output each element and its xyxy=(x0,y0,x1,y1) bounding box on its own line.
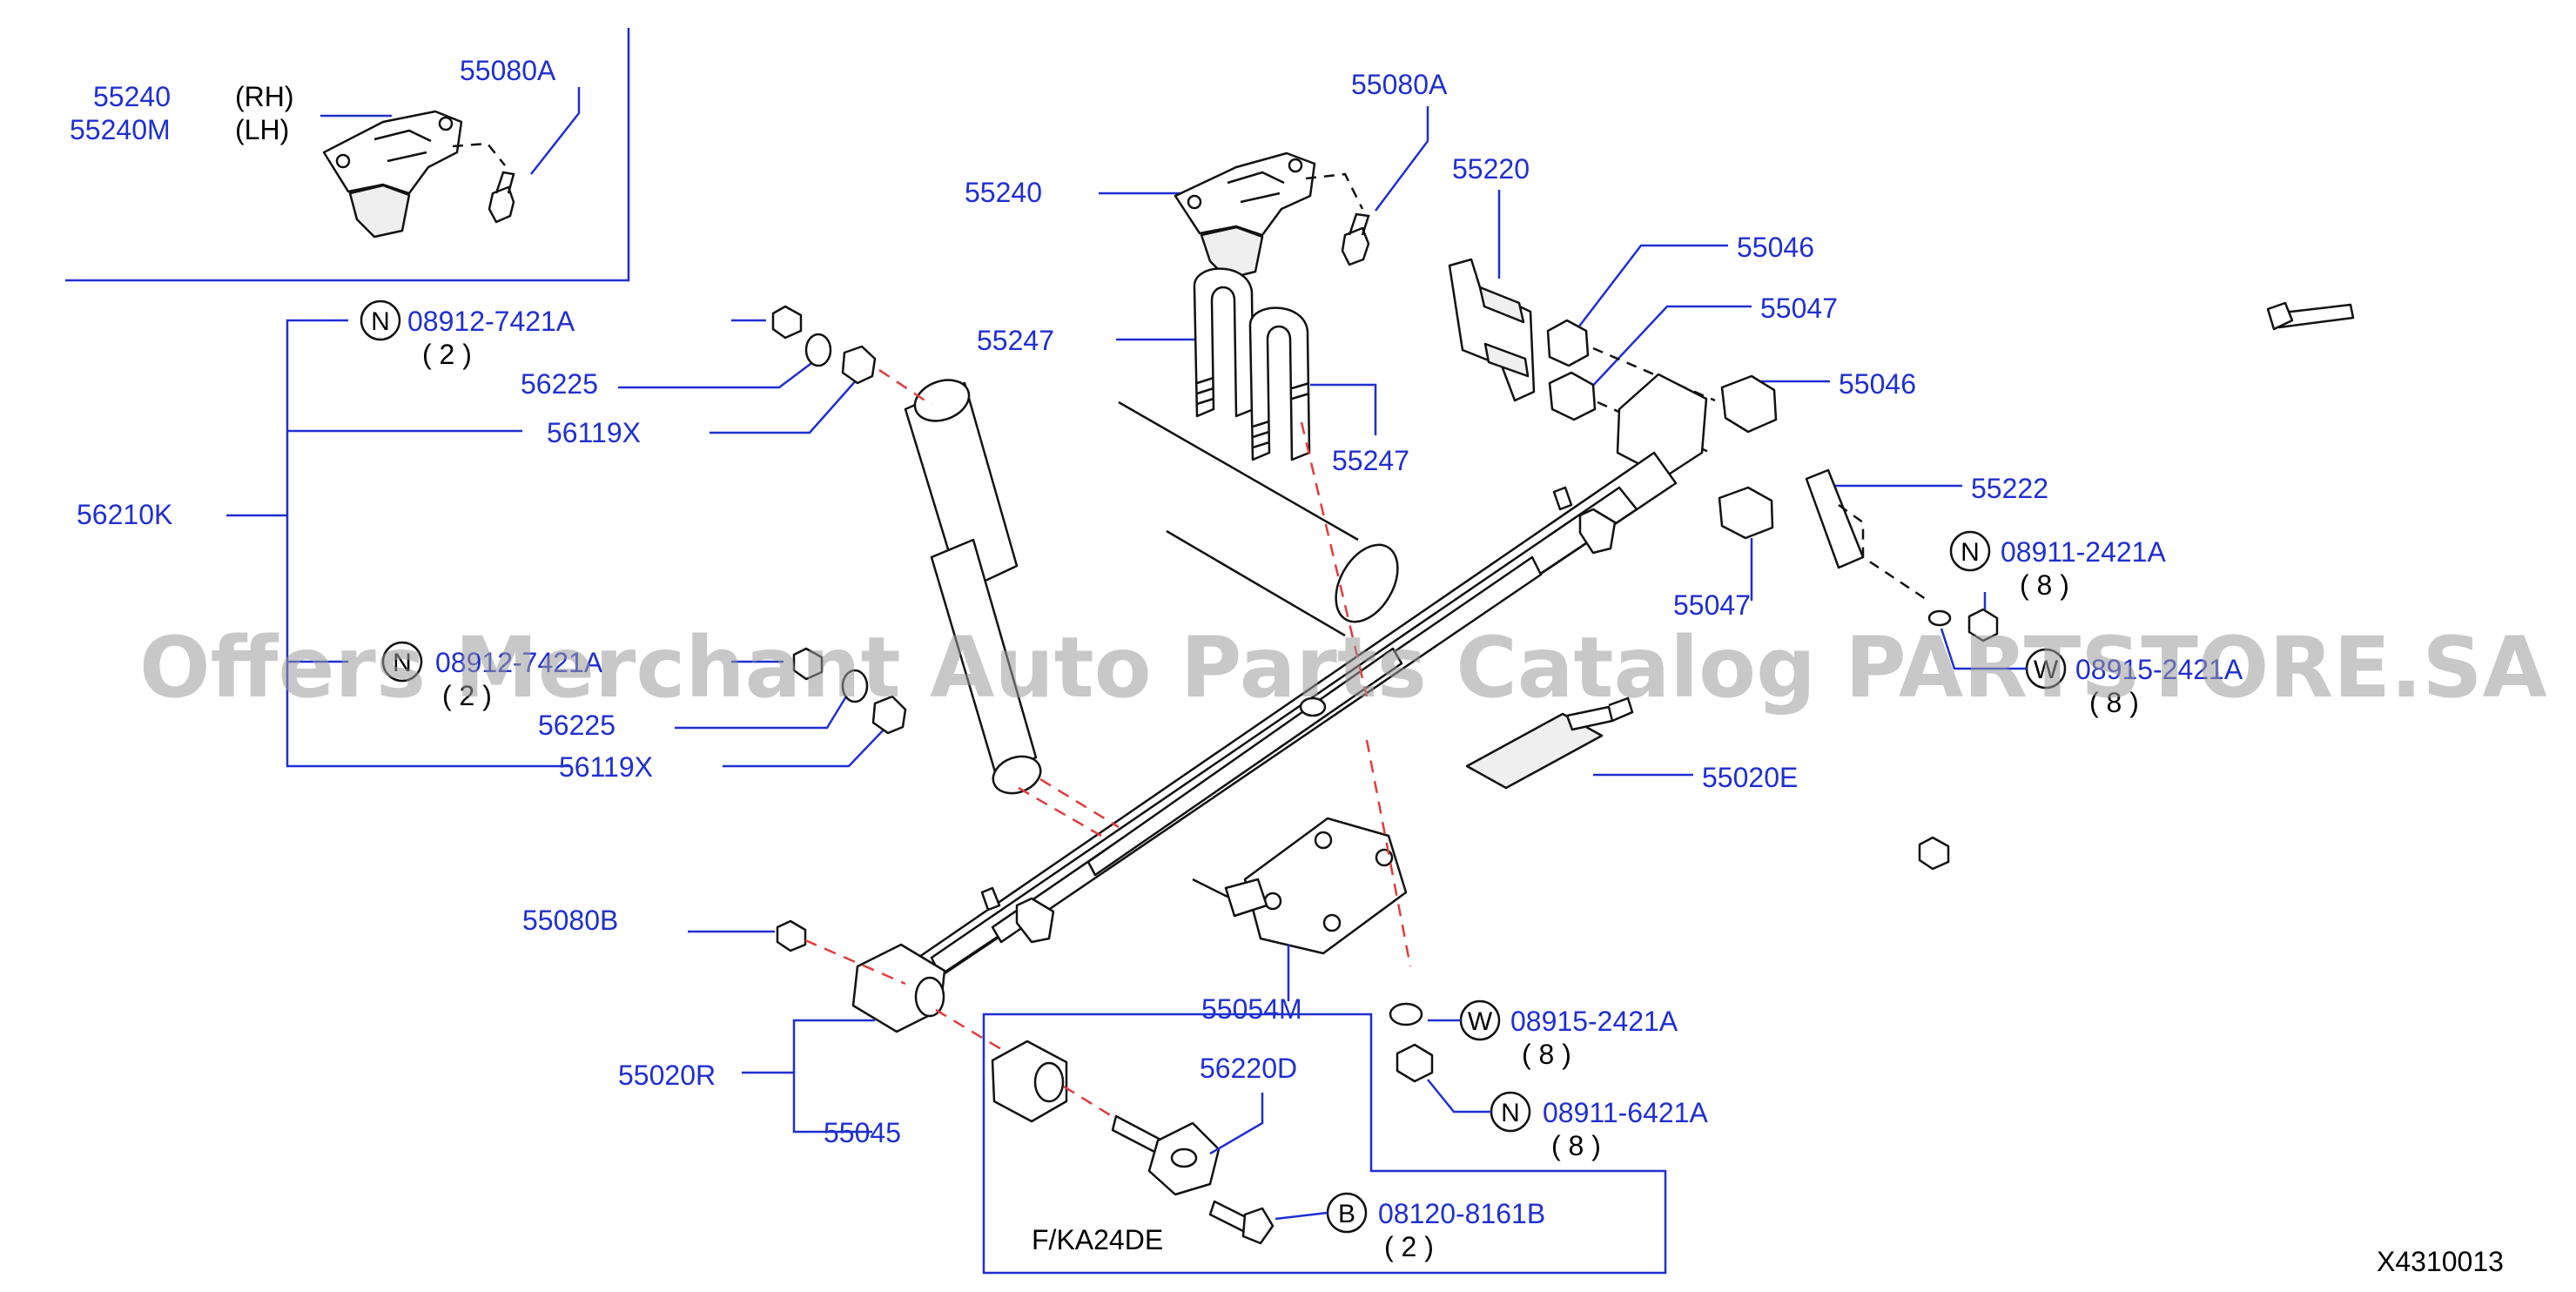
svg-text:08912-7421A: 08912-7421A xyxy=(407,306,575,337)
fastener-n-08911-6421a[interactable]: N 08911-6421A ( 8 ) xyxy=(1427,1079,1708,1161)
spring-hanger-bracket-inset xyxy=(322,110,515,239)
bump-stop-pad: 55020E xyxy=(1465,696,1798,793)
svg-text:B: B xyxy=(1338,1200,1355,1228)
svg-text:N: N xyxy=(371,307,390,336)
label-55247-left[interactable]: 55247 xyxy=(977,325,1054,356)
u-bolts: 55247 55247 xyxy=(977,267,1409,476)
label-55222[interactable]: 55222 xyxy=(1971,473,2048,504)
svg-text:( 8 ): ( 8 ) xyxy=(2020,569,2069,601)
label-56225-bottom[interactable]: 56225 xyxy=(538,710,615,741)
fastener-b-08120[interactable]: B 08120-8161B ( 2 ) xyxy=(1275,1192,1545,1262)
fastener-n-08911-2421a[interactable]: N 08911-2421A ( 8 ) xyxy=(1949,530,2166,609)
svg-text:( 8 ): ( 8 ) xyxy=(1551,1130,1601,1161)
label-55080b[interactable]: 55080B xyxy=(522,905,618,936)
label-56225-top[interactable]: 56225 xyxy=(521,368,598,400)
svg-text:W: W xyxy=(1468,1007,1493,1036)
label-55080a-inset[interactable]: 55080A xyxy=(460,55,556,86)
diagram-code: X4310013 xyxy=(2377,1246,2504,1277)
svg-text:W: W xyxy=(2034,656,2059,684)
svg-text:( 2 ): ( 2 ) xyxy=(422,339,472,370)
ka24de-detail-box: F/KA24DE 56220D B 08120-8161B ( 2 ) xyxy=(982,1013,1667,1275)
svg-text:08912-7421A: 08912-7421A xyxy=(435,647,603,678)
svg-text:( 8 ): ( 8 ) xyxy=(2089,687,2139,718)
leaf-spring: 55020R 55045 55080B xyxy=(522,373,1708,1148)
label-variant: F/KA24DE xyxy=(1032,1224,1163,1255)
label-55240[interactable]: 55240 xyxy=(965,177,1042,208)
washer xyxy=(1389,1002,1423,1026)
inset-box: 55240 55240M (RH) (LH) 55080A xyxy=(65,28,630,282)
label-55080a[interactable]: 55080A xyxy=(1351,69,1448,100)
label-rh: (RH) xyxy=(235,81,294,112)
label-55247-right[interactable]: 55247 xyxy=(1332,445,1409,476)
svg-text:( 2 ): ( 2 ) xyxy=(1384,1231,1434,1262)
rear-shackle-assembly: 55220 55046 55047 55046 55222 55047 xyxy=(1448,153,2048,643)
svg-text:( 2 ): ( 2 ) xyxy=(442,680,492,711)
label-56210k[interactable]: 56210K xyxy=(77,499,172,530)
label-55240m[interactable]: 55240M xyxy=(70,114,171,145)
label-56119x-bottom[interactable]: 56119X xyxy=(559,751,653,783)
centerline xyxy=(1300,421,1412,967)
fastener-w-08915-bottom[interactable]: W 08915-2421A ( 8 ) xyxy=(1428,999,1678,1070)
svg-text:N: N xyxy=(1961,538,1980,567)
label-55220[interactable]: 55220 xyxy=(1452,153,1530,185)
label-lh: (LH) xyxy=(235,114,289,145)
svg-text:N: N xyxy=(393,649,412,677)
svg-text:08911-2421A: 08911-2421A xyxy=(2001,536,2166,568)
label-55047-top[interactable]: 55047 xyxy=(1760,293,1838,324)
svg-text:08120-8161B: 08120-8161B xyxy=(1378,1198,1545,1229)
svg-text:N: N xyxy=(1501,1099,1520,1127)
label-55045[interactable]: 55045 xyxy=(824,1117,901,1148)
label-56119x-top[interactable]: 56119X xyxy=(547,417,641,448)
axle-tube xyxy=(1118,400,1399,637)
label-56220d[interactable]: 56220D xyxy=(1200,1053,1297,1084)
label-55020r[interactable]: 55020R xyxy=(618,1060,716,1091)
spring-seat-plate: 55054M xyxy=(1192,817,1408,1025)
fastener-n-08912-top[interactable]: N 08912-7421A ( 2 ) xyxy=(360,299,575,370)
fastener-n-08912-mid[interactable]: N 08912-7421A ( 2 ) xyxy=(381,641,603,711)
svg-text:08915-2421A: 08915-2421A xyxy=(2075,654,2243,685)
spring-hanger-bracket: 55240 55080A xyxy=(965,69,1448,280)
shock-hardware-group: 56210K N 08912-7421A ( 2 ) 56225 56119X … xyxy=(77,299,907,783)
label-55240-inset[interactable]: 55240 xyxy=(93,81,171,112)
nut xyxy=(1396,1043,1434,1083)
loose-fasteners-right xyxy=(1918,301,2355,871)
svg-text:( 8 ): ( 8 ) xyxy=(1522,1039,1571,1070)
label-55046-top[interactable]: 55046 xyxy=(1737,232,1814,263)
shock-absorber xyxy=(878,368,1120,838)
label-55020e[interactable]: 55020E xyxy=(1702,762,1798,793)
fastener-w-08915-top[interactable]: W 08915-2421A ( 8 ) xyxy=(1940,628,2243,718)
label-55046-right[interactable]: 55046 xyxy=(1839,368,1916,400)
label-55047-bottom[interactable]: 55047 xyxy=(1673,589,1751,621)
watermark: Offers Merchant Auto Parts Catalog PARTS… xyxy=(139,619,2547,717)
label-55054m[interactable]: 55054M xyxy=(1201,993,1302,1025)
svg-text:08915-2421A: 08915-2421A xyxy=(1510,1006,1678,1037)
svg-text:08911-6421A: 08911-6421A xyxy=(1543,1097,1708,1128)
